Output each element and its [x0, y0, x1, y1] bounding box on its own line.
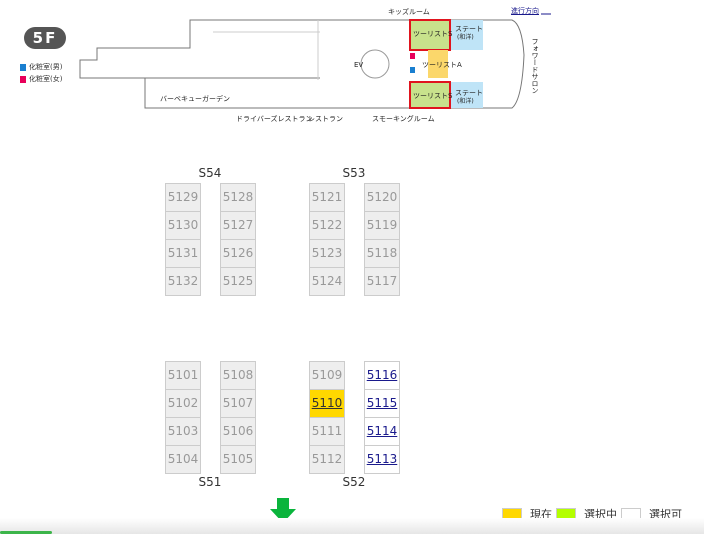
drivers-restaurant-label: ドライバーズレストラン [236, 115, 313, 123]
tourist-s-bottom-label: ツーリストS [413, 92, 453, 100]
forward-salon-label: フォワードサロン [531, 38, 539, 94]
room-5109: 5109 [309, 361, 345, 390]
restroom-male-label: 化粧室(男) [29, 63, 63, 71]
legend-available-label: 選択可 [649, 508, 682, 521]
room-5122: 5122 [309, 212, 345, 240]
room-5111: 5111 [309, 418, 345, 446]
smoking-room-label: スモーキングルーム [372, 115, 435, 123]
restroom-female-icon [20, 75, 26, 83]
room-5125: 5125 [220, 268, 256, 296]
legend-current-label: 現在 [530, 508, 552, 521]
room-5102: 5102 [165, 390, 201, 418]
deck-plan [79, 13, 551, 109]
room-5104: 5104 [165, 446, 201, 474]
room-5113[interactable]: 5113 [364, 446, 400, 474]
legend-selecting-label: 選択中 [584, 508, 617, 521]
room-5114[interactable]: 5114 [364, 418, 400, 446]
room-5118: 5118 [364, 240, 400, 268]
room-5126: 5126 [220, 240, 256, 268]
room-5117: 5117 [364, 268, 400, 296]
restaurant-label: レストラン [308, 115, 343, 123]
legend-available: 選択可 [621, 506, 682, 522]
state-bottom-label: ステート [455, 89, 483, 97]
legend-current: 現在 [502, 506, 552, 522]
kids-room-label: キッズルーム [388, 8, 430, 16]
tourist-s-top-area [409, 19, 451, 51]
section-label-s51: S51 [198, 475, 222, 489]
room-5121: 5121 [309, 183, 345, 212]
room-5131: 5131 [165, 240, 201, 268]
state-bottom-area [451, 82, 483, 108]
section-label-s54: S54 [198, 166, 222, 180]
tourist-s-top-label: ツーリストS [413, 30, 453, 38]
bottom-bar [0, 518, 704, 534]
room-5112: 5112 [309, 446, 345, 474]
direction-label: 進行方向 [511, 7, 539, 15]
room-5108: 5108 [220, 361, 256, 390]
room-5120: 5120 [364, 183, 400, 212]
room-5116[interactable]: 5116 [364, 361, 400, 390]
restroom-male-legend: 化粧室(男) [20, 62, 62, 72]
tourist-a-area [428, 50, 448, 78]
room-5119: 5119 [364, 212, 400, 240]
room-5107: 5107 [220, 390, 256, 418]
state-top-sub-label: (和洋) [457, 34, 474, 41]
room-5129: 5129 [165, 183, 201, 212]
tourist-s-bottom-area [409, 81, 451, 109]
state-top-label: ステート [455, 25, 483, 33]
ev-label: EV [354, 61, 364, 69]
room-5130: 5130 [165, 212, 201, 240]
room-5124: 5124 [309, 268, 345, 296]
room-5123: 5123 [309, 240, 345, 268]
state-bottom-sub-label: (和洋) [457, 98, 474, 105]
room-5128: 5128 [220, 183, 256, 212]
section-label-s53: S53 [342, 166, 366, 180]
room-5127: 5127 [220, 212, 256, 240]
bbq-garden-label: バーベキューガーデン [160, 95, 230, 103]
tourist-a-label: ツーリストA [422, 61, 462, 69]
room-5132: 5132 [165, 268, 201, 296]
room-5105: 5105 [220, 446, 256, 474]
room-5115[interactable]: 5115 [364, 390, 400, 418]
restroom-female-legend: 化粧室(女) [20, 74, 62, 84]
floor-badge: 5F [24, 27, 66, 49]
room-5101: 5101 [165, 361, 201, 390]
arrow-down-icon[interactable] [270, 498, 296, 524]
restroom-male-icon [20, 63, 26, 71]
loading-progress [0, 531, 52, 534]
room-5103: 5103 [165, 418, 201, 446]
room-5110: 5110 [309, 390, 345, 418]
state-top-area [451, 20, 483, 50]
legend-selecting: 選択中 [556, 506, 617, 522]
section-label-s52: S52 [342, 475, 366, 489]
restroom-female-label: 化粧室(女) [29, 75, 63, 83]
room-5106: 5106 [220, 418, 256, 446]
